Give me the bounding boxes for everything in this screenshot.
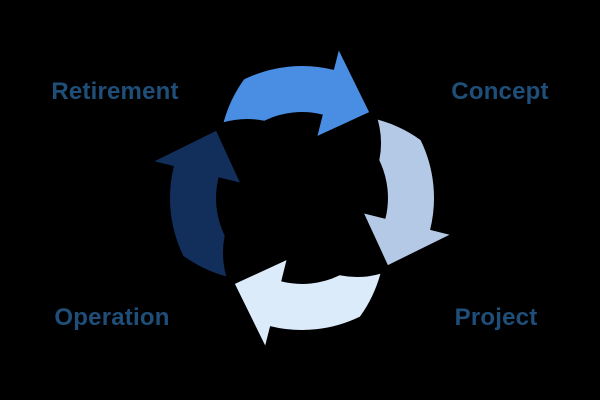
cycle-arrow-right <box>364 119 450 266</box>
label-retirement: Retirement <box>51 78 179 105</box>
label-concept: Concept <box>451 78 549 105</box>
cycle-arrow-top <box>223 50 370 136</box>
cycle-arrow-bottom <box>234 260 381 346</box>
label-operation: Operation <box>54 304 170 331</box>
label-project: Project <box>454 304 538 331</box>
cycle-arrow-left <box>154 130 240 277</box>
